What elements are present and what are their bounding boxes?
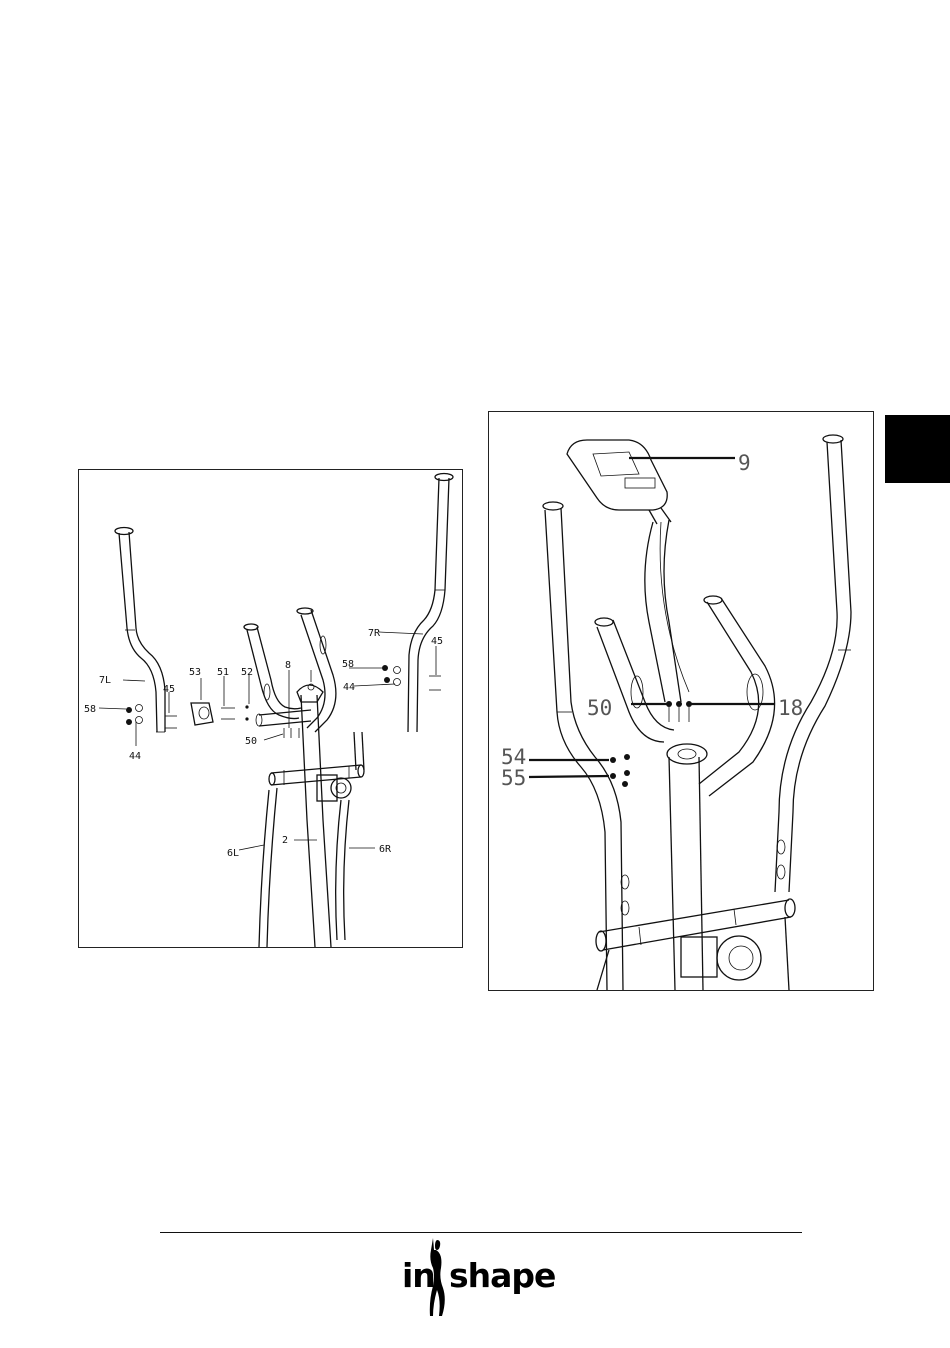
handle-left	[543, 502, 629, 990]
leg-right	[785, 917, 789, 990]
bolts-right	[382, 665, 441, 690]
label-50: 50	[587, 696, 612, 720]
label-52: 52	[241, 667, 253, 678]
label-18: 18	[778, 696, 803, 720]
base-crossbar	[596, 899, 795, 951]
exploded-assembly-figure: 7R 45 58 44 7L 45 58 44 53 51 52 8 50 2 …	[78, 469, 463, 948]
legs	[259, 788, 349, 947]
inner-arm-right	[699, 596, 775, 796]
label-9: 9	[738, 451, 751, 475]
lower-arm-right	[297, 608, 336, 732]
label-51: 51	[217, 667, 229, 678]
leader-lines	[529, 458, 775, 777]
central-post	[297, 670, 331, 947]
label-8: 8	[285, 660, 291, 671]
inner-arm-left	[595, 618, 674, 742]
inshape-logo: in shape	[400, 1238, 550, 1318]
arm-bolts	[610, 754, 630, 787]
section-tab-marker	[885, 415, 950, 483]
logo-figure-icon	[425, 1238, 451, 1318]
cover-cap-53	[191, 703, 213, 725]
label-45-left: 45	[163, 684, 175, 695]
label-2: 2	[282, 835, 288, 846]
footer-divider	[160, 1232, 802, 1233]
label-45-right: 45	[431, 636, 443, 647]
label-53: 53	[189, 667, 201, 678]
label-58-right: 58	[342, 659, 354, 670]
central-post	[667, 744, 707, 990]
label-55: 55	[501, 766, 526, 790]
label-7r: 7R	[368, 628, 381, 639]
label-50: 50	[245, 736, 257, 747]
console-bolts	[666, 701, 692, 722]
logo-text-shape: shape	[449, 1256, 555, 1295]
handle-right	[775, 435, 851, 892]
tension-knob	[681, 936, 761, 980]
label-44-left: 44	[129, 751, 141, 762]
handlebar-7r	[408, 474, 453, 733]
handlebar-7l	[115, 528, 165, 733]
console-installation-drawing: 9 50 18 54 55	[489, 412, 873, 990]
console-installation-figure: 9 50 18 54 55	[488, 411, 874, 991]
label-58-left: 58	[84, 704, 96, 715]
label-7l: 7L	[99, 675, 111, 686]
exploded-assembly-drawing: 7R 45 58 44 7L 45 58 44 53 51 52 8 50 2 …	[79, 470, 462, 947]
console-stem	[645, 520, 689, 702]
label-44-right: 44	[343, 682, 355, 693]
console-9	[567, 440, 671, 524]
label-6r: 6R	[379, 844, 392, 855]
label-6l: 6L	[227, 848, 239, 859]
